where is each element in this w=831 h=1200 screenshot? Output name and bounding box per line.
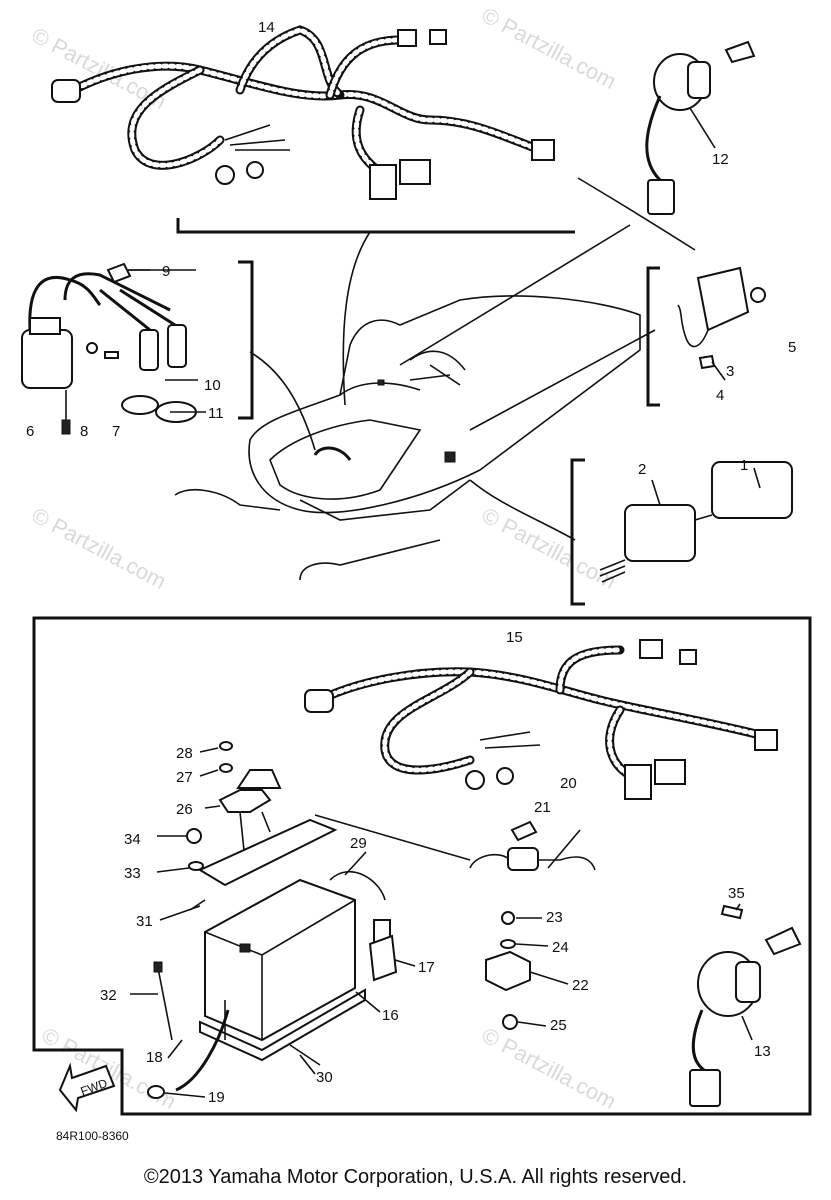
callout-32: 32 bbox=[100, 987, 117, 1004]
callout-28: 28 bbox=[176, 745, 193, 762]
callout-8: 8 bbox=[80, 423, 88, 440]
callout-31: 31 bbox=[136, 913, 153, 930]
wire-harness-15 bbox=[304, 639, 778, 800]
callout-21: 21 bbox=[534, 799, 551, 816]
watermark-text: © Partzilla.com bbox=[478, 1022, 621, 1114]
callout-17: 17 bbox=[418, 959, 435, 976]
callout-35: 35 bbox=[728, 885, 745, 902]
rectifier-group bbox=[485, 911, 531, 1030]
battery-band-group bbox=[147, 961, 230, 1099]
snowmobile-illustration bbox=[174, 224, 656, 581]
callout-26: 26 bbox=[176, 801, 193, 818]
callout-6: 6 bbox=[26, 423, 34, 440]
watermark-text: © Partzilla.com bbox=[38, 1022, 181, 1114]
watermark-text: © Partzilla.com bbox=[478, 502, 621, 594]
ignition-coil-group bbox=[21, 260, 254, 435]
callout-7: 7 bbox=[112, 423, 120, 440]
callout-10: 10 bbox=[204, 377, 221, 394]
callout-27: 27 bbox=[176, 769, 193, 786]
callout-29: 29 bbox=[350, 835, 367, 852]
callout-34: 34 bbox=[124, 831, 141, 848]
callout-3: 3 bbox=[726, 363, 734, 380]
callout-14: 14 bbox=[258, 19, 275, 36]
callout-leaders bbox=[128, 269, 761, 1098]
callout-18: 18 bbox=[146, 1049, 163, 1066]
callout-24: 24 bbox=[552, 939, 569, 956]
callout-33: 33 bbox=[124, 865, 141, 882]
bottom-frame bbox=[32, 616, 812, 1116]
diagram-code: 84R100-8360 bbox=[56, 1129, 129, 1143]
leader-line bbox=[577, 177, 696, 251]
wire-harness-14 bbox=[51, 25, 555, 200]
callout-2: 2 bbox=[638, 461, 646, 478]
bracket-top bbox=[176, 218, 575, 234]
cdi-unit-group bbox=[646, 266, 766, 407]
callout-12: 12 bbox=[712, 151, 729, 168]
mat-line-30 bbox=[289, 1044, 321, 1066]
callout-25: 25 bbox=[550, 1017, 567, 1034]
stop-switch-group bbox=[469, 820, 596, 871]
main-switch-13 bbox=[689, 904, 802, 1107]
copyright-notice: ©2013 Yamaha Motor Corporation, U.S.A. A… bbox=[143, 1166, 688, 1188]
callout-22: 22 bbox=[572, 977, 589, 994]
callout-30: 30 bbox=[316, 1069, 333, 1086]
sheet-17 bbox=[368, 934, 398, 982]
watermark-text: © Partzilla.com bbox=[478, 2, 621, 94]
fwd-arrow: FWD bbox=[58, 1062, 116, 1113]
callout-23: 23 bbox=[546, 909, 563, 926]
watermark-text: © Partzilla.com bbox=[28, 502, 171, 594]
callout-19: 19 bbox=[208, 1089, 225, 1106]
callout-9: 9 bbox=[162, 263, 170, 280]
callout-16: 16 bbox=[382, 1007, 399, 1024]
callout-13: 13 bbox=[754, 1043, 771, 1060]
callout-5: 5 bbox=[788, 339, 796, 356]
callout-4: 4 bbox=[716, 387, 724, 404]
regulator-group bbox=[570, 458, 793, 606]
callout-11: 11 bbox=[208, 405, 224, 422]
callout-1: 1 bbox=[740, 457, 748, 474]
starter-relay-group bbox=[218, 741, 282, 861]
callout-20: 20 bbox=[560, 775, 577, 792]
battery-bracket-group bbox=[186, 814, 471, 911]
callout-labels: 1 2 3 4 5 6 7 8 9 10 11 12 13 14 15 16 1… bbox=[26, 19, 796, 1106]
battery-16 bbox=[199, 870, 391, 1062]
callout-15: 15 bbox=[506, 629, 523, 646]
main-switch-12 bbox=[645, 40, 756, 215]
